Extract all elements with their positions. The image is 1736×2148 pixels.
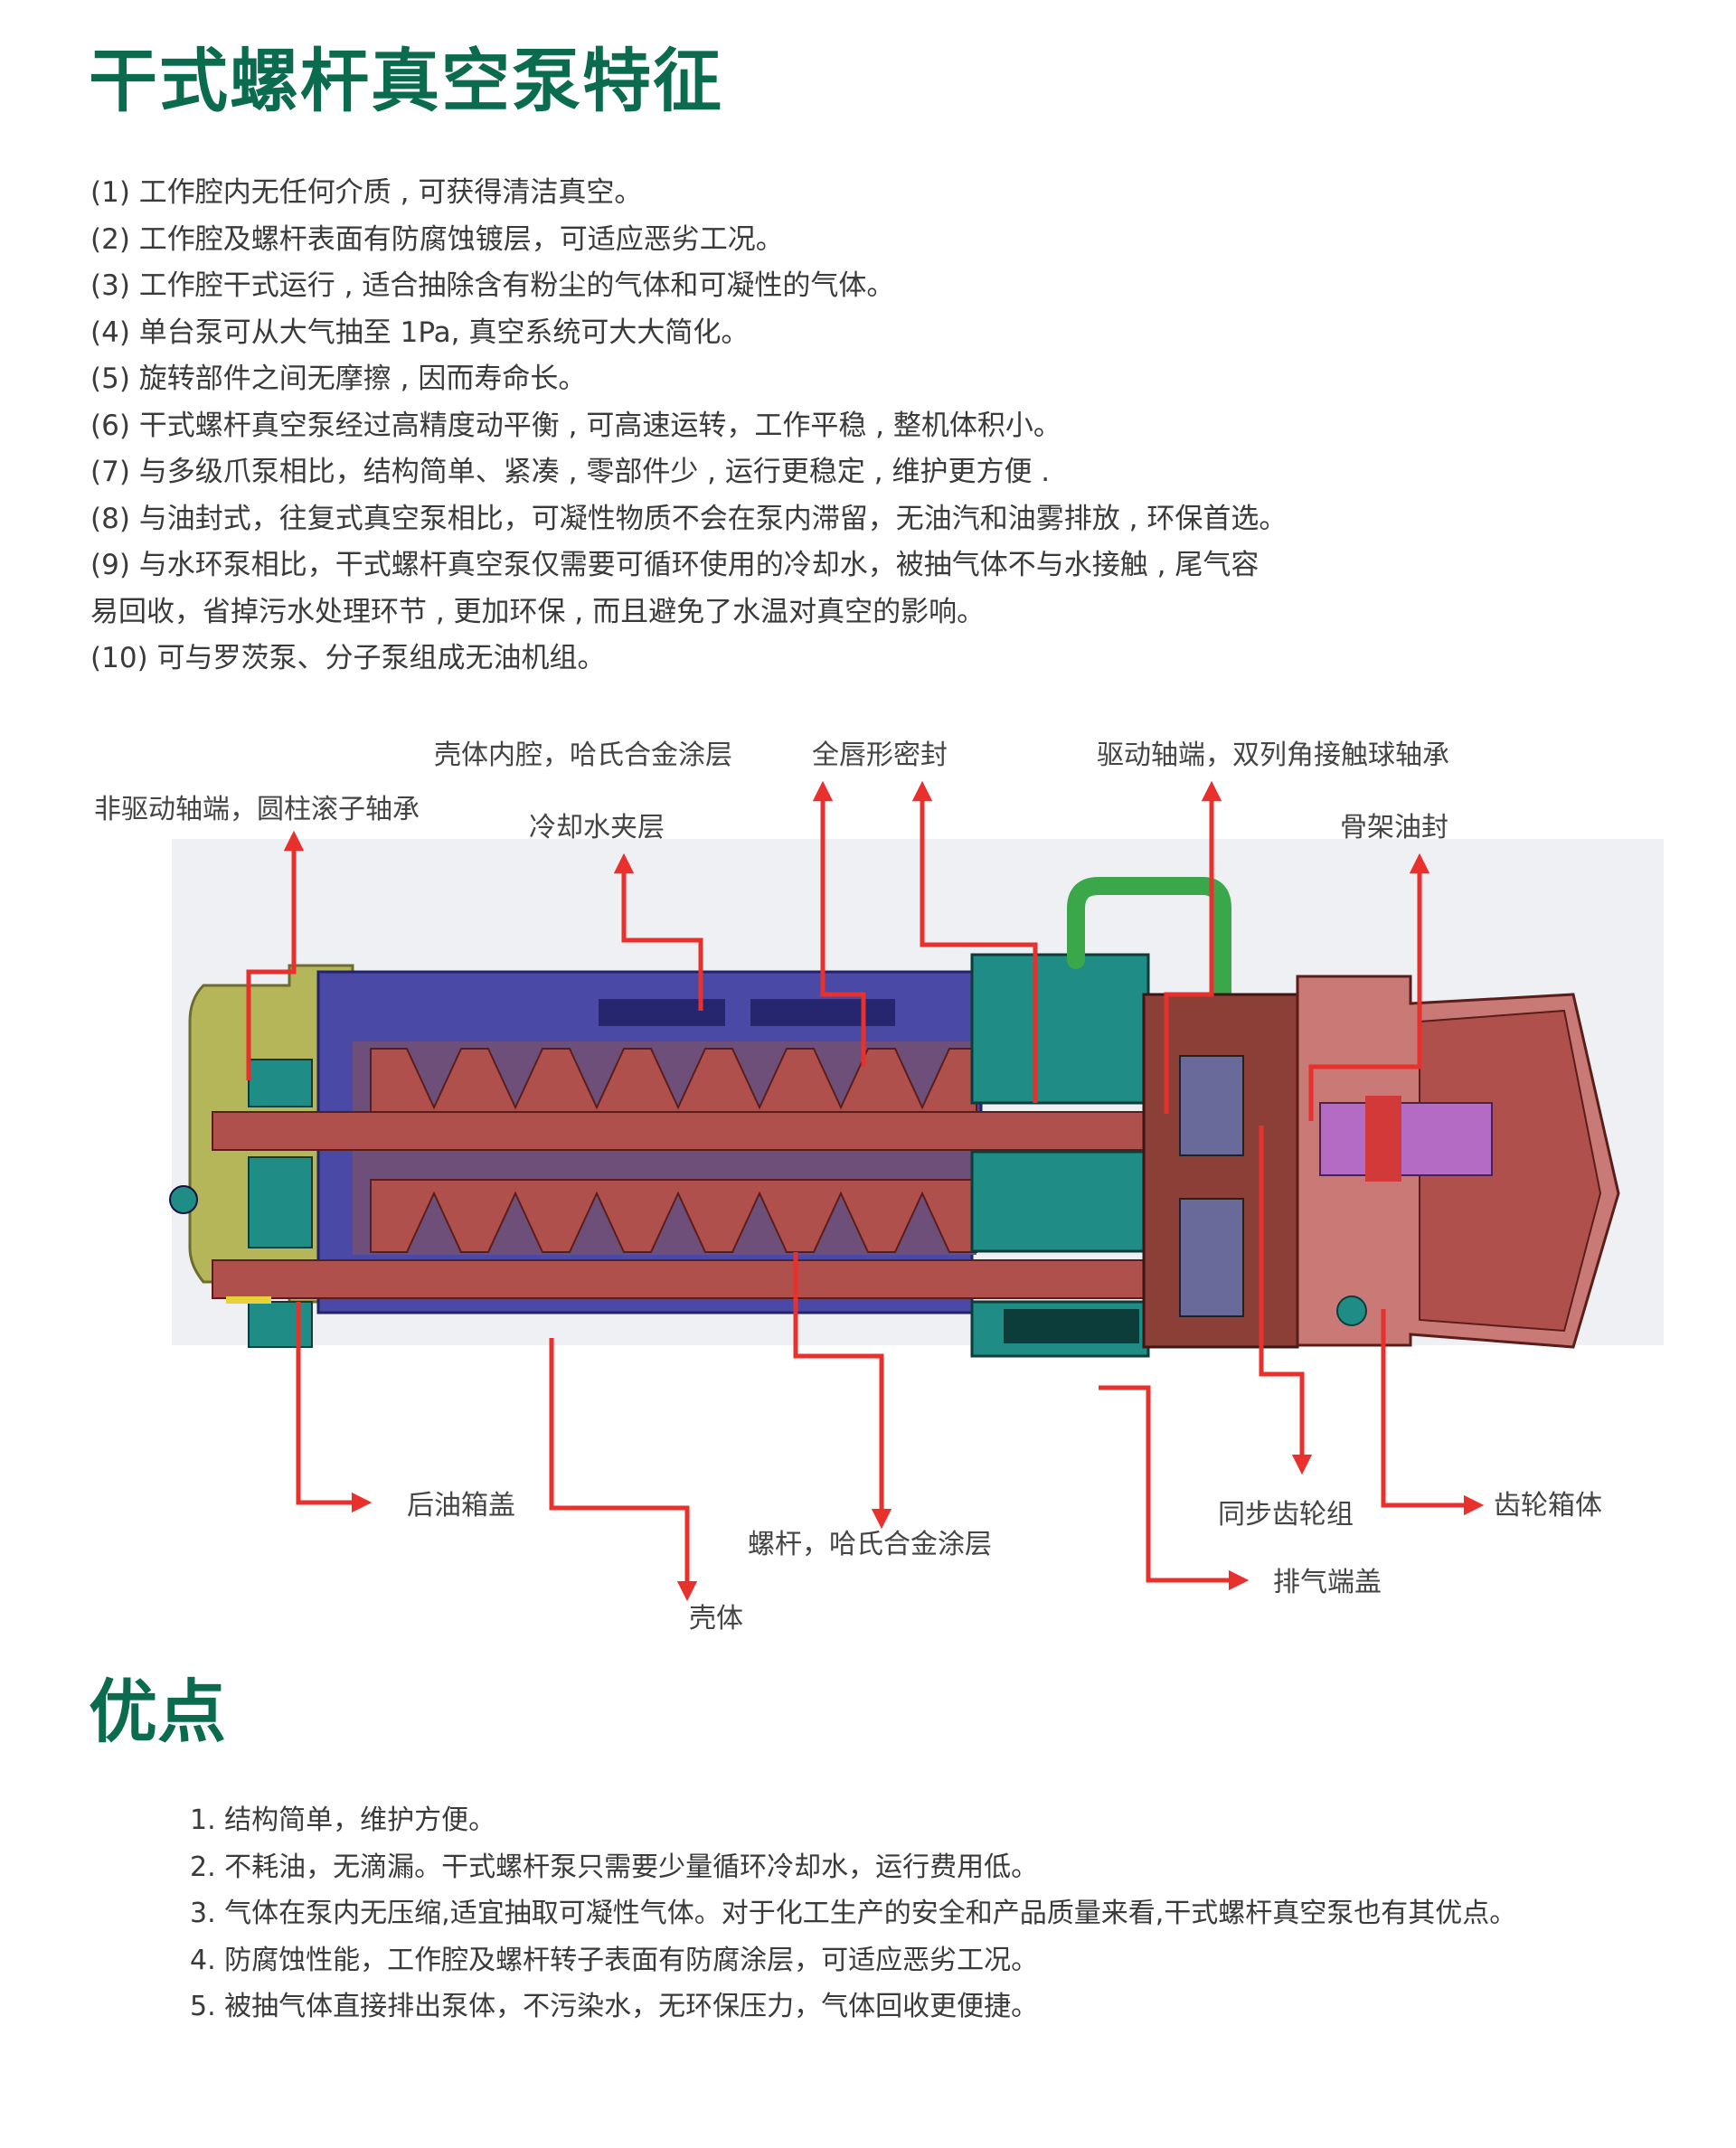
exhaust-cone (1419, 1009, 1602, 1333)
drive-bearing-mid (970, 1150, 1150, 1253)
advantage-item: 3. 气体在泵内无压缩,适宜抽取可凝性气体。对于化工生产的安全和产品质量来看,干… (190, 1898, 1517, 1929)
arrow-timing-gears (1259, 1126, 1313, 1475)
advantages-title: 优点 (89, 1672, 226, 1752)
feature-item: (10) 可与罗茨泵、分子泵组成无油机组。 (90, 642, 606, 674)
advantages-list: 1. 结构简单，维护方便。 2. 不耗油，无滴漏。干式螺杆泵只需要少量循环冷却水… (190, 1797, 1718, 2030)
advantage-item: 4. 防腐蚀性能，工作腔及螺杆转子表面有防腐涂层，可适应恶劣工况。 (190, 1944, 1039, 1976)
bearing-left-bottom (248, 1301, 313, 1348)
feature-item: 易回收，省掉污水处理环节 , 更加环保 , 而且避免了水温对真空的影响。 (90, 595, 986, 628)
arrow-gearbox (1381, 1309, 1485, 1516)
callout-arrows (246, 780, 1485, 1602)
feature-item: (2) 工作腔及螺杆表面有防腐蚀镀层，可适应恶劣工况。 (90, 222, 784, 256)
timing-gear-bottom (1179, 1198, 1244, 1317)
screw-rotor-bottom (370, 1179, 977, 1253)
cooling-jacket-top-1 (599, 999, 725, 1026)
feature-item: (1) 工作腔内无任何介质 , 可获得清洁真空。 (90, 176, 643, 209)
label-rear-cover: 后油箱盖 (407, 1490, 515, 1522)
drive-bearing-housing (970, 953, 1150, 1105)
arrow-rear-cover (296, 1302, 373, 1513)
feature-item: (3) 工作腔干式运行 , 适合抽除含有粉尘的气体和可凝性的气体。 (90, 269, 895, 302)
shaft-bottom (212, 1259, 1271, 1299)
arrow-skeleton-seal (1308, 853, 1430, 1121)
arrow-lip-seal (911, 780, 1038, 1103)
feature-list: (1) 工作腔内无任何介质 , 可获得清洁真空。 (2) 工作腔及螺杆表面有防腐… (90, 170, 1682, 683)
advantage-item: 5. 被抽气体直接排出泵体，不污染水，无环保压力，气体回收更便捷。 (190, 1991, 1039, 2022)
screw-rotor-top (370, 1048, 977, 1122)
arrow-drive-bearing (1164, 780, 1222, 1114)
cooling-jacket-top-2 (750, 999, 895, 1026)
feature-item: (5) 旋转部件之间无摩擦 , 因而寿命长。 (90, 363, 587, 395)
label-drive-bearing: 驱动轴端，双列角接触球轴承 (1097, 740, 1449, 771)
coupling-center (1365, 1096, 1401, 1182)
label-exhaust-cover: 排气端盖 (1273, 1567, 1382, 1598)
advantage-item: 1. 结构简单，维护方便。 (190, 1804, 496, 1836)
feature-item: (9) 与水环泵相比，干式螺杆真空泵仅需要可循环使用的冷却水，被抽气体不与水接触… (90, 549, 1260, 581)
label-gearbox: 齿轮箱体 (1494, 1490, 1602, 1522)
label-non-drive-bearing: 非驱动轴端，圆柱滚子轴承 (94, 794, 420, 825)
end-plug (169, 1185, 198, 1214)
label-housing-cavity: 壳体内腔，哈氏合金涂层 (434, 740, 732, 771)
arrow-housing-cavity (812, 780, 866, 1067)
label-skeleton-seal: 骨架油封 (1340, 812, 1448, 843)
oil-marker (226, 1296, 271, 1304)
label-timing-gears: 同步齿轮组 (1218, 1499, 1354, 1531)
arrow-non-drive-bearing (246, 830, 305, 1080)
label-screw-coating: 螺杆，哈氏合金涂层 (748, 1529, 992, 1560)
bearing-left-mid (248, 1156, 313, 1248)
bearing-left-top (248, 1059, 313, 1107)
arrow-exhaust-cover (1099, 1385, 1250, 1591)
arrow-screw-coating (793, 1252, 892, 1530)
label-housing: 壳体 (689, 1603, 743, 1635)
bearing-dark-block (1004, 1309, 1139, 1343)
label-lip-seal: 全唇形密封 (812, 740, 948, 771)
feature-item: (6) 干式螺杆真空泵经过高精度动平衡 , 可高速运转，工作平稳 , 整机体积小… (90, 409, 1061, 442)
feature-item: (4) 单台泵可从大气抽至 1Pa, 真空系统可大大简化。 (90, 316, 750, 349)
cooling-pipe (1067, 877, 1231, 1003)
feature-item: (8) 与油封式，往复式真空泵相比，可凝性物质不会在泵内滞留，无油汽和油雾排放 … (90, 502, 1288, 535)
label-cooling-jacket: 冷却水夹层 (529, 812, 665, 843)
arrow-housing (549, 1338, 698, 1602)
arrow-cooling-jacket (613, 853, 703, 1011)
pump-cross-section-diagram: 非驱动轴端，圆柱滚子轴承 壳体内腔，哈氏合金涂层 全唇形密封 驱动轴端，双列角接… (81, 723, 1673, 1654)
timing-gear-top (1179, 1055, 1244, 1156)
gearbox-plug (1336, 1295, 1367, 1326)
page-title: 干式螺杆真空泵特征 (89, 41, 723, 121)
advantage-item: 2. 不耗油，无滴漏。干式螺杆泵只需要少量循环冷却水，运行费用低。 (190, 1851, 1039, 1883)
coupling (1319, 1102, 1493, 1176)
feature-item: (7) 与多级爪泵相比，结构简单、紧凑 , 零部件少 , 运行更稳定 , 维护更… (90, 456, 1051, 488)
